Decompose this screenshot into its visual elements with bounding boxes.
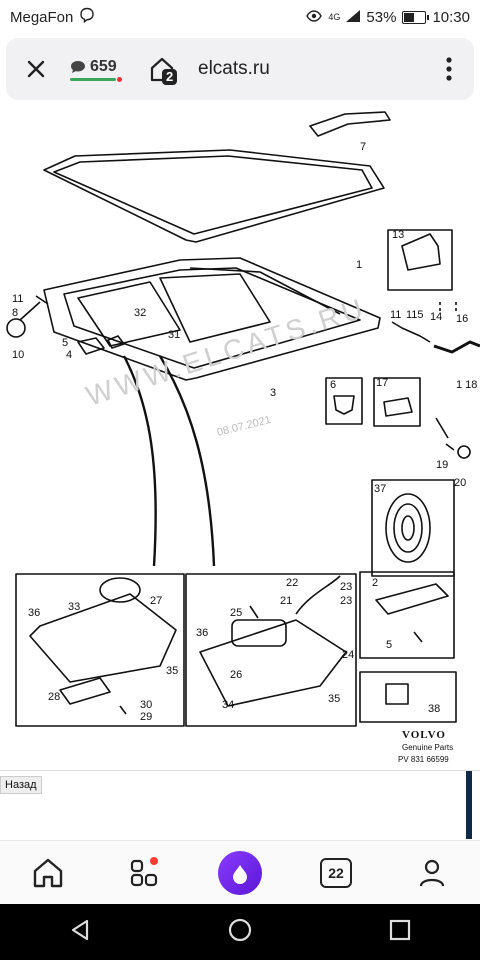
part-label-30: 30: [140, 699, 152, 711]
part-label-6: 6: [330, 379, 336, 391]
part-label-8: 8: [12, 307, 18, 319]
status-bar: MegaFon 4G 53% 10:30: [0, 0, 480, 34]
alice-icon: [218, 851, 262, 895]
profile-icon: [419, 859, 445, 887]
battery-percent: 53%: [366, 8, 397, 26]
comments-count: 659: [90, 57, 117, 75]
comments-indicator: [70, 76, 122, 82]
network-type: 4G: [328, 12, 341, 22]
status-right: 4G 53% 10:30: [306, 9, 470, 26]
signal-icon: [346, 9, 361, 26]
part-label-26: 26: [230, 669, 242, 681]
part-label-35: 35: [166, 665, 178, 677]
kebab-menu-icon: [446, 57, 452, 81]
part-label-7: 7: [360, 141, 366, 153]
part-label-36b: 36: [196, 627, 208, 639]
part-label-23b: 23: [340, 595, 352, 607]
close-icon: [27, 60, 45, 78]
page-footer-area: Назад: [0, 770, 480, 841]
part-label-11b: 11: [390, 309, 401, 321]
scrollbar-thumb[interactable]: [466, 771, 472, 839]
part-label-31: 31: [168, 329, 180, 341]
part-label-10: 10: [12, 349, 24, 361]
viber-icon: [79, 7, 95, 27]
part-label-25: 25: [230, 607, 242, 619]
part-label-3: 3: [270, 387, 276, 399]
part-label-13: 13: [392, 229, 404, 241]
part-label-20: 20: [454, 477, 466, 489]
comments-button[interactable]: 659: [70, 58, 130, 82]
browser-toolbar: 659 2 elcats.ru: [6, 38, 474, 100]
battery-icon: [402, 10, 430, 24]
part-label-17: 17: [376, 377, 388, 389]
system-recents-button[interactable]: [389, 919, 411, 946]
part-label-115: 115: [406, 309, 424, 321]
back-link[interactable]: Назад: [0, 776, 42, 794]
site-tabs-button[interactable]: 2: [138, 49, 188, 89]
part-label-23a: 23: [340, 581, 352, 593]
part-label-11: 11: [12, 293, 23, 305]
parts-diagram-image: 7 1 13 11 8 10 5 4 32 31 3 11 115 14 16 …: [0, 106, 480, 770]
eye-icon: [306, 9, 323, 26]
carrier-name: MegaFon: [10, 8, 74, 26]
part-label-14: 14: [430, 311, 442, 323]
part-label-29: 29: [140, 711, 152, 723]
part-label-34: 34: [222, 699, 234, 711]
tabs-badge: 2: [162, 69, 178, 85]
notification-dot: [150, 857, 158, 865]
comments-top: 659: [70, 58, 117, 76]
grid-icon: [130, 859, 158, 887]
system-navigation-bar: [0, 904, 480, 960]
home-circle-icon: [228, 918, 252, 941]
part-label-1: 1: [356, 259, 362, 271]
profile-button[interactable]: [404, 845, 460, 901]
part-label-21: 21: [280, 595, 292, 607]
chat-bubble-icon: [71, 60, 85, 73]
clock: 10:30: [432, 8, 470, 26]
tabs-button[interactable]: 22: [308, 845, 364, 901]
status-left: MegaFon: [10, 7, 95, 27]
system-back-button[interactable]: [69, 918, 91, 947]
bottom-navigation: 22: [0, 840, 480, 905]
part-label-38: 38: [428, 703, 440, 715]
part-label-27: 27: [150, 595, 162, 607]
more-menu-button[interactable]: [424, 38, 474, 100]
part-label-19: 19: [436, 459, 448, 471]
back-triangle-icon: [71, 919, 88, 940]
home-icon: [33, 858, 63, 888]
part-labels: 7 1 13 11 8 10 5 4 32 31 3 11 115 14 16 …: [12, 141, 477, 723]
close-button[interactable]: [6, 38, 66, 100]
battery-fill: [404, 12, 414, 22]
part-label-37: 37: [374, 483, 386, 495]
part-label-36: 36: [28, 607, 40, 619]
part-label-16: 16: [456, 313, 468, 325]
part-code: PV 831 66599: [398, 755, 449, 764]
home-button[interactable]: [20, 845, 76, 901]
part-label-118: 1 18: [456, 379, 477, 391]
watermark-date: 08.07.2021: [216, 414, 272, 439]
tabs-count: 22: [320, 858, 352, 888]
part-label-32: 32: [134, 307, 146, 319]
sunroof-parts-diagram: 7 1 13 11 8 10 5 4 32 31 3 11 115 14 16 …: [6, 111, 480, 764]
part-label-28: 28: [48, 691, 60, 703]
domain-text[interactable]: elcats.ru: [198, 58, 270, 79]
part-label-24: 24: [342, 649, 354, 661]
watermark-text: WWW.ELCATS.RU: [82, 292, 370, 412]
brand-name: VOLVO: [402, 729, 446, 741]
part-label-5b: 5: [386, 639, 392, 651]
part-label-35b: 35: [328, 693, 340, 705]
brand-subtitle: Genuine Parts: [402, 743, 453, 752]
alice-assistant-button[interactable]: [212, 845, 268, 901]
part-label-5: 5: [62, 337, 68, 349]
part-label-33: 33: [68, 601, 80, 613]
system-home-button[interactable]: [228, 918, 252, 947]
part-label-4: 4: [66, 349, 72, 361]
part-label-2: 2: [372, 577, 378, 589]
services-button[interactable]: [116, 845, 172, 901]
recents-square-icon: [390, 919, 411, 940]
part-label-22: 22: [286, 577, 298, 589]
